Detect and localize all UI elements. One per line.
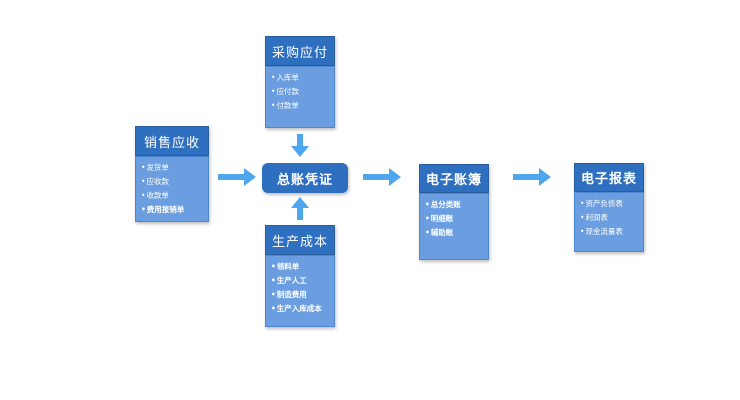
reports-card-title: 电子报表 <box>574 163 644 192</box>
arrow-right-icon <box>363 168 401 186</box>
list-item: 生产人工 <box>271 274 329 288</box>
list-item: 辅助账 <box>425 226 483 240</box>
list-item: 费用报销单 <box>141 203 203 217</box>
sales-card-body: 发货单 应收款 收款单 费用报销单 <box>135 156 209 222</box>
purchase-item-list: 入库单 应付款 付款单 <box>271 71 329 113</box>
arrow-right-icon <box>513 168 551 186</box>
ledger-item-list: 总分类账 明细账 辅助账 <box>425 198 483 240</box>
list-item: 应收款 <box>141 175 203 189</box>
reports-card-body: 资产负债表 利润表 现金流量表 <box>574 192 644 252</box>
list-item: 总分类账 <box>425 198 483 212</box>
list-item: 利润表 <box>580 211 638 225</box>
list-item: 现金流量表 <box>580 225 638 239</box>
arrow-down-icon <box>291 134 309 157</box>
purchase-card-body: 入库单 应付款 付款单 <box>265 66 335 128</box>
list-item: 制造费用 <box>271 288 329 302</box>
arrow-up-icon <box>291 197 309 220</box>
general-ledger-voucher-node: 总账凭证 <box>262 163 348 193</box>
ledger-card-title: 电子账簿 <box>419 164 489 193</box>
list-item: 收款单 <box>141 189 203 203</box>
sales-item-list: 发货单 应收款 收款单 费用报销单 <box>141 161 203 217</box>
list-item: 付款单 <box>271 99 329 113</box>
list-item: 生产入库成本 <box>271 302 329 316</box>
list-item: 资产负债表 <box>580 197 638 211</box>
ledger-card-body: 总分类账 明细账 辅助账 <box>419 193 489 260</box>
production-item-list: 领料单 生产人工 制造费用 生产入库成本 <box>271 260 329 316</box>
list-item: 入库单 <box>271 71 329 85</box>
sales-card-title: 销售应收 <box>135 126 209 156</box>
list-item: 应付款 <box>271 85 329 99</box>
list-item: 发货单 <box>141 161 203 175</box>
list-item: 领料单 <box>271 260 329 274</box>
reports-item-list: 资产负债表 利润表 现金流量表 <box>580 197 638 239</box>
list-item: 明细账 <box>425 212 483 226</box>
production-card-title: 生产成本 <box>265 225 335 255</box>
purchase-card-title: 采购应付 <box>265 36 335 66</box>
arrow-right-icon <box>218 168 256 186</box>
production-card-body: 领料单 生产人工 制造费用 生产入库成本 <box>265 255 335 327</box>
